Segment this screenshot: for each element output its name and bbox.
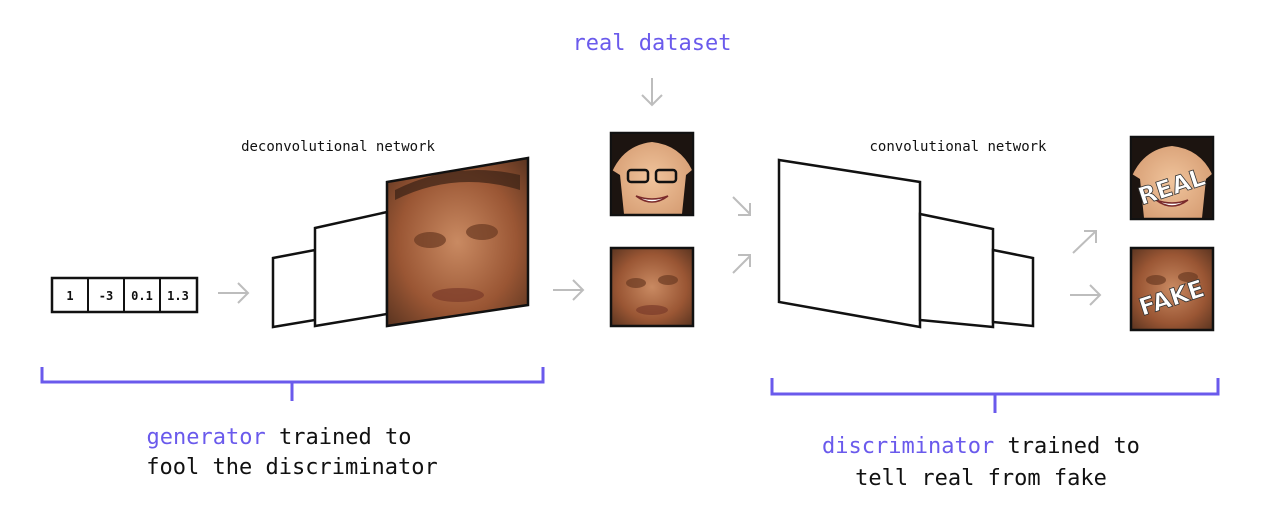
vector-cell: 1.3 bbox=[167, 289, 189, 303]
arrow-diagonal-up-icon bbox=[732, 254, 751, 274]
conv-layer bbox=[991, 248, 1035, 328]
arrow-down-icon bbox=[641, 78, 663, 107]
deconv-layer bbox=[313, 210, 389, 328]
generator-caption-highlight: generator bbox=[147, 425, 266, 450]
generator-caption-rest: trained to bbox=[266, 425, 412, 450]
arrow-right-icon bbox=[553, 279, 585, 301]
fake-face-thumbnail bbox=[609, 246, 695, 328]
generator-caption-line2: fool the discriminator bbox=[146, 455, 437, 480]
deconvolutional-network-label: deconvolutional network bbox=[241, 139, 435, 155]
arrow-right-icon bbox=[1070, 284, 1102, 306]
real-face-thumbnail bbox=[609, 131, 695, 217]
vector-cell: -3 bbox=[99, 289, 113, 303]
fake-output-thumbnail: FAKE bbox=[1129, 246, 1215, 332]
arrow-right-icon bbox=[218, 282, 250, 304]
discriminator-caption-rest: trained to bbox=[994, 434, 1140, 459]
arrow-diagonal-down-icon bbox=[732, 196, 751, 216]
real-dataset-label: real dataset bbox=[573, 31, 732, 56]
input-vector: 1 -3 0.1 1.3 bbox=[50, 276, 199, 314]
discriminator-caption-highlight: discriminator bbox=[822, 434, 994, 459]
real-output-thumbnail: REAL bbox=[1129, 135, 1215, 221]
vector-cell: 0.1 bbox=[131, 289, 153, 303]
discriminator-network bbox=[777, 158, 1035, 329]
generated-face-image bbox=[395, 170, 520, 302]
conv-layer bbox=[918, 212, 995, 329]
vector-cell: 1 bbox=[66, 289, 73, 303]
discriminator-caption-line2: tell real from fake bbox=[855, 466, 1107, 491]
convolutional-network-label: convolutional network bbox=[869, 139, 1047, 155]
generated-face-layer bbox=[385, 156, 530, 328]
generator-caption-line1: generator trained to bbox=[147, 425, 412, 450]
generator-bracket bbox=[40, 367, 545, 401]
conv-layer bbox=[777, 158, 922, 329]
arrow-diagonal-up-icon bbox=[1072, 230, 1097, 254]
deconv-layer bbox=[271, 248, 317, 329]
generator-network bbox=[271, 156, 530, 329]
discriminator-caption-line1: discriminator trained to bbox=[822, 434, 1140, 459]
discriminator-bracket bbox=[770, 378, 1220, 413]
